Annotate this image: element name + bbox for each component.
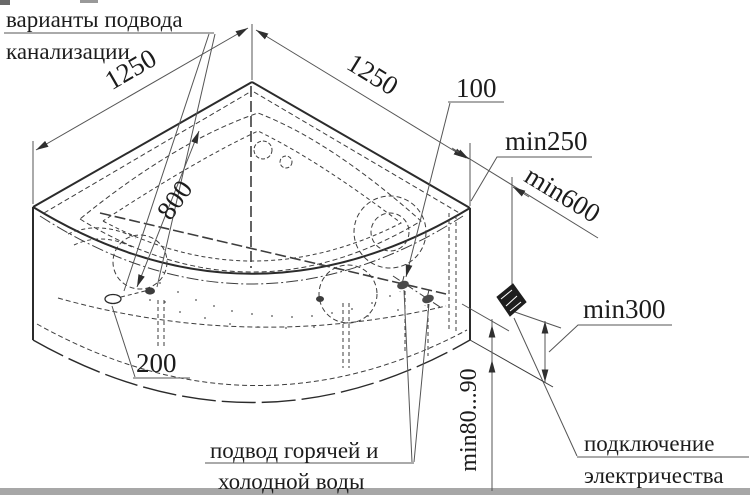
sewer-options-label-line1: варианты подвода bbox=[6, 7, 183, 32]
dim-800-line bbox=[136, 130, 200, 288]
dim-1250-right-label: 1250 bbox=[342, 47, 404, 101]
dim-200-label: 200 bbox=[136, 348, 177, 378]
bathtub-hidden-lines bbox=[36, 86, 468, 386]
dim-min250-leader bbox=[470, 156, 592, 202]
dim-min300-leader bbox=[548, 324, 672, 353]
dim-min250-label: min250 bbox=[505, 126, 588, 156]
electrical-label-line2: электричества bbox=[584, 463, 724, 488]
dim-min300-label: min300 bbox=[583, 294, 666, 324]
dim-1250-left-line bbox=[35, 27, 249, 151]
rim-front-arc bbox=[32, 206, 471, 275]
electrical-label-line1: подключение bbox=[584, 431, 714, 456]
dim-800-label: 800 bbox=[151, 175, 199, 225]
sewer-leader bbox=[4, 32, 216, 292]
drain-fitting bbox=[104, 287, 155, 305]
electrical-leader bbox=[513, 317, 749, 458]
water-connection-points bbox=[397, 280, 434, 304]
apron-bottom-arc bbox=[32, 339, 471, 404]
dim-1250-right-line bbox=[255, 29, 467, 159]
dim-100-label: 100 bbox=[456, 73, 497, 103]
dim-200-leader bbox=[111, 305, 190, 379]
dim-min80-90-label: min80...90 bbox=[456, 368, 482, 471]
labels: варианты подвода канализации 1250 1250 8… bbox=[6, 7, 724, 494]
water-supply-label-line2: холодной воды bbox=[218, 469, 364, 494]
sewer-options-label-line2: канализации bbox=[6, 39, 130, 64]
dimension-lines bbox=[4, 24, 749, 491]
floor-line bbox=[469, 339, 554, 388]
outlet-symbol bbox=[496, 283, 527, 317]
jet-nozzle bbox=[316, 296, 324, 302]
water-leader bbox=[205, 289, 430, 464]
dim-min600-label: min600 bbox=[520, 160, 606, 229]
stipple-dots bbox=[149, 282, 399, 329]
rim-left-edge bbox=[32, 81, 253, 208]
water-supply-label-line1: подвод горячей и bbox=[210, 438, 378, 463]
